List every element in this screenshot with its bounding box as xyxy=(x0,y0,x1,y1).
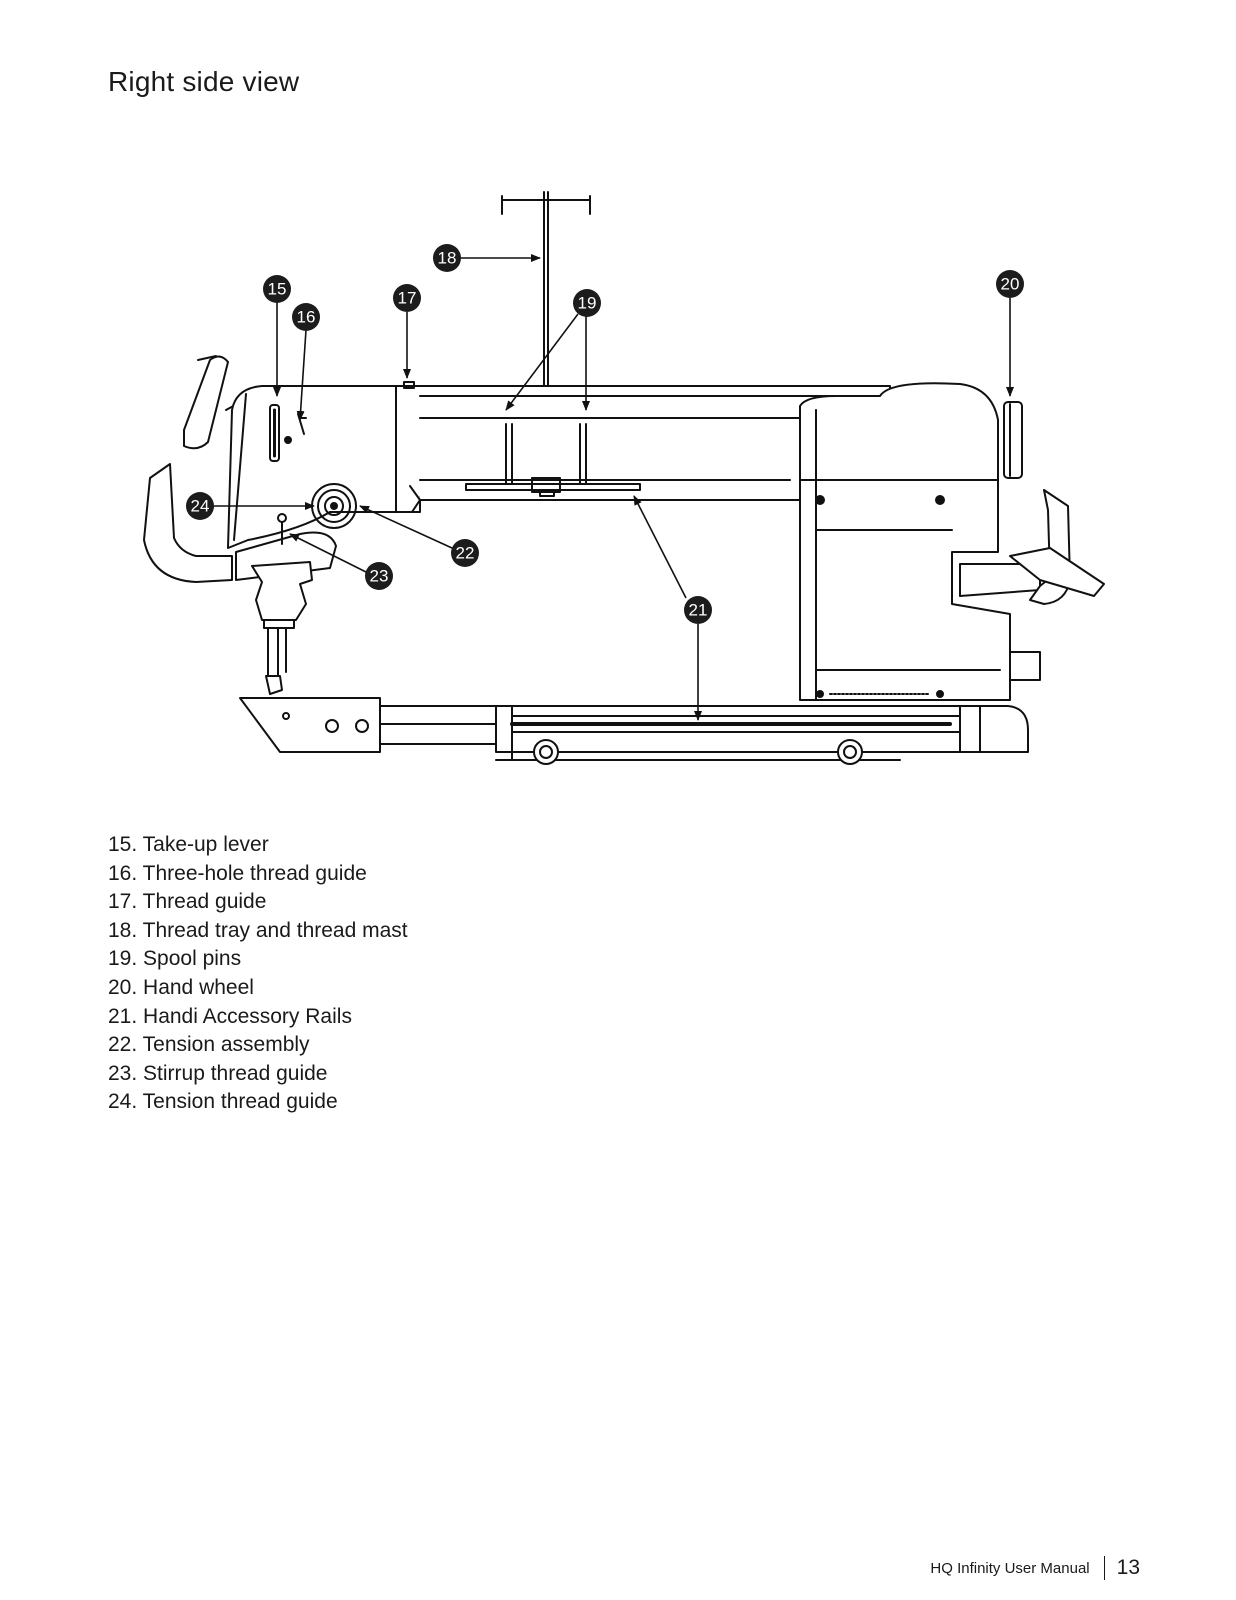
base-rails xyxy=(239,697,1029,765)
list-item: 16. Three-hole thread guide xyxy=(108,861,367,885)
right-handle xyxy=(959,489,1105,605)
page-number: 13 xyxy=(1116,1556,1140,1579)
machine-arm xyxy=(395,381,891,513)
svg-text:24: 24 xyxy=(191,497,210,516)
machine-diagram: 15 16 17 18 19 20 21 22 23 24 xyxy=(143,191,1105,765)
svg-text:22: 22 xyxy=(456,544,475,563)
svg-text:23: 23 xyxy=(370,567,389,586)
quilting-machine-drawing xyxy=(143,191,1105,765)
list-item: 23. Stirrup thread guide xyxy=(108,1061,328,1085)
list-item: 24. Tension thread guide xyxy=(108,1090,338,1114)
svg-text:19: 19 xyxy=(578,294,597,313)
callout-15: 15 xyxy=(263,275,291,303)
svg-text:15: 15 xyxy=(268,280,287,299)
svg-text:20: 20 xyxy=(1001,275,1020,294)
svg-text:17: 17 xyxy=(398,289,417,308)
callout-18: 18 xyxy=(433,244,461,272)
footer-divider xyxy=(1103,1556,1105,1580)
callout-16: 16 xyxy=(292,303,320,331)
machine-head xyxy=(227,385,421,549)
callout-20: 20 xyxy=(996,270,1024,298)
hand-wheel xyxy=(1003,401,1023,479)
machine-body-right xyxy=(799,382,1041,701)
list-item: 20. Hand wheel xyxy=(108,975,254,999)
footer-title: HQ Infinity User Manual xyxy=(930,1559,1090,1577)
needle-assembly xyxy=(235,513,337,695)
list-item: 21. Handi Accessory Rails xyxy=(108,1004,352,1028)
callout-19: 19 xyxy=(573,289,601,317)
callout-22: 22 xyxy=(451,539,479,567)
page-footer: HQ Infinity User Manual 13 xyxy=(930,1556,1140,1580)
list-item: 15. Take-up lever xyxy=(108,833,269,856)
svg-text:21: 21 xyxy=(689,601,708,620)
callout-23: 23 xyxy=(365,562,393,590)
callout-24: 24 xyxy=(186,492,214,520)
svg-text:18: 18 xyxy=(438,249,457,268)
callout-17: 17 xyxy=(393,284,421,312)
list-item: 18. Thread tray and thread mast xyxy=(108,918,408,942)
list-item: 17. Thread guide xyxy=(108,890,267,914)
svg-text:16: 16 xyxy=(297,308,316,327)
thread-tray xyxy=(465,423,641,497)
tension-assembly xyxy=(311,483,357,529)
parts-list: 15. Take-up lever 16. Three-hole thread … xyxy=(108,831,408,1117)
list-item: 22. Tension assembly xyxy=(108,1033,310,1057)
list-item: 19. Spool pins xyxy=(108,947,242,971)
leader-lines xyxy=(214,254,1014,721)
callout-21: 21 xyxy=(684,596,712,624)
page-title: Right side view xyxy=(108,66,300,97)
